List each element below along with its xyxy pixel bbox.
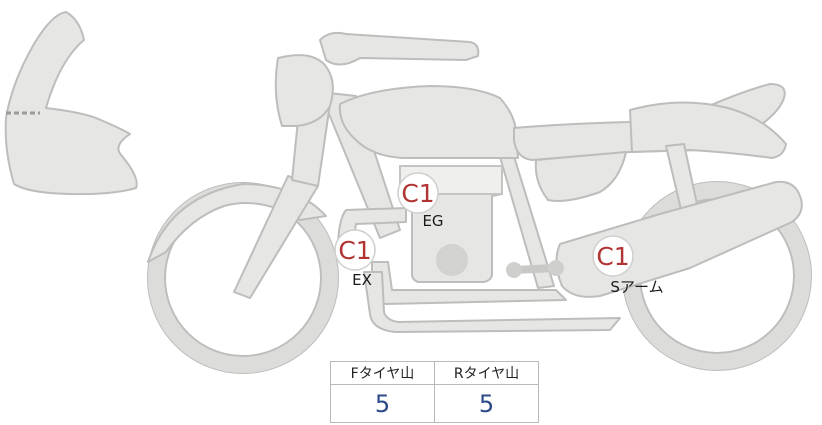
tire-tread-table: Fタイヤ山 Rタイヤ山 5 5 (330, 361, 539, 423)
frame (319, 91, 621, 333)
front-forks (233, 99, 331, 299)
engine-cover (436, 244, 468, 276)
badge-swingarm-label: Sアーム (610, 278, 663, 296)
badge-ex-label: EX (352, 271, 372, 289)
badge-swingarm-code: C1 (596, 242, 629, 271)
badge-swingarm: C1 Sアーム (592, 235, 664, 296)
tread-header-row: Fタイヤ山 Rタイヤ山 (330, 361, 539, 385)
rear-tread-value: 5 (434, 384, 539, 423)
badge-eg-label: EG (422, 212, 443, 230)
front-tread-header: Fタイヤ山 (330, 361, 435, 385)
badge-eg: C1 EG (397, 172, 444, 230)
badge-eg-code: C1 (401, 179, 434, 208)
front-cowl (4, 11, 138, 196)
fuel-tank (338, 85, 519, 159)
badge-swingarm-circle (592, 235, 634, 277)
front-tread-value: 5 (330, 384, 435, 423)
seat (513, 83, 787, 202)
tread-value-row: 5 5 (330, 384, 539, 423)
badge-ex: C1 EX (334, 229, 376, 289)
badge-eg-circle (397, 172, 439, 214)
rear-tread-header: Rタイヤ山 (434, 361, 539, 385)
footpeg (506, 260, 564, 278)
headlight (274, 31, 480, 127)
badge-ex-code: C1 (338, 236, 371, 265)
badge-ex-circle (334, 229, 376, 271)
